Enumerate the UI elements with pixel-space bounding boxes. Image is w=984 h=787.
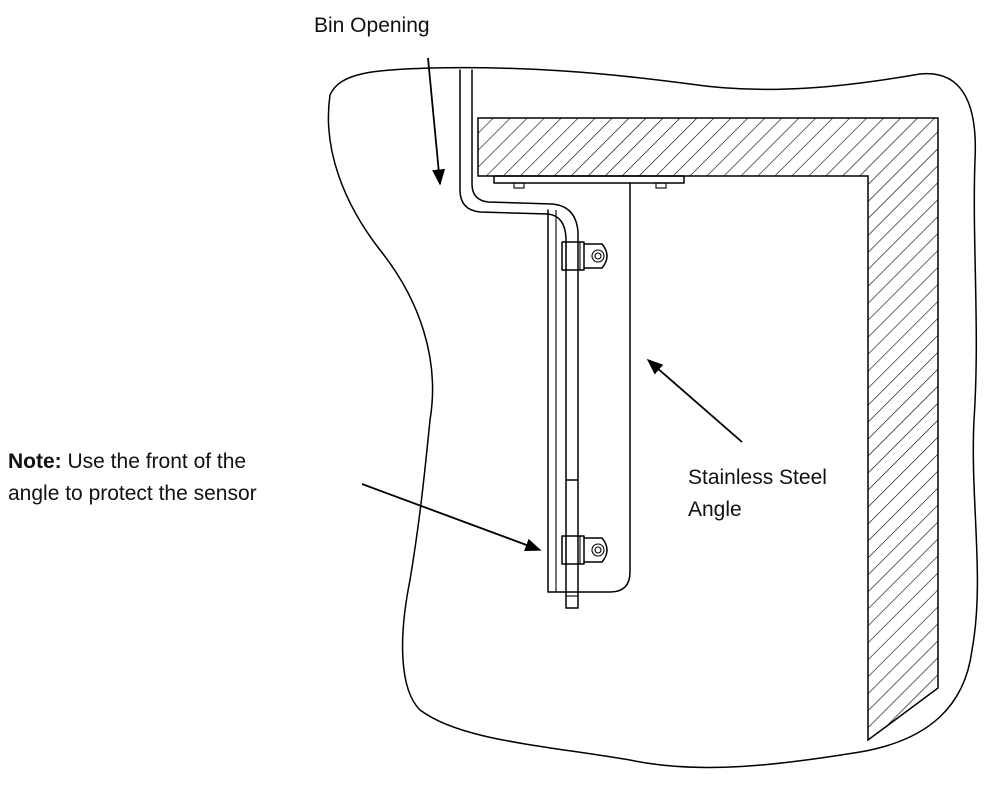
cutaway-boundary — [327, 66, 979, 769]
note-line-1-text: Use the front of the — [61, 450, 247, 473]
note-arrow — [361, 483, 542, 552]
bin-opening-label: Bin Opening — [314, 10, 430, 42]
sensor-cable — [459, 69, 567, 481]
mounting-bolts — [513, 182, 667, 189]
sensor-body — [565, 479, 579, 609]
note-line-2: angle to protect the sensor — [8, 482, 257, 505]
upper-cable-clamp — [561, 241, 608, 271]
note-label: Note: Use the front of the angle to prot… — [8, 446, 257, 510]
stainless-steel-angle — [547, 182, 631, 593]
bin-wall-hatched — [477, 117, 939, 742]
lower-cable-clamp — [561, 535, 608, 565]
angle-label-line-2: Angle — [688, 498, 742, 521]
note-bold-prefix: Note: — [8, 450, 62, 473]
note-line-1: Note: Use the front of the — [8, 446, 257, 478]
angle-label-line-1: Stainless Steel — [688, 466, 827, 489]
bin-opening-arrow — [427, 57, 446, 186]
mounting-plate — [493, 175, 685, 184]
angle-arrow — [646, 358, 743, 443]
stainless-steel-angle-label: Stainless Steel Angle — [688, 462, 827, 526]
bin-opening-text: Bin Opening — [314, 14, 430, 37]
